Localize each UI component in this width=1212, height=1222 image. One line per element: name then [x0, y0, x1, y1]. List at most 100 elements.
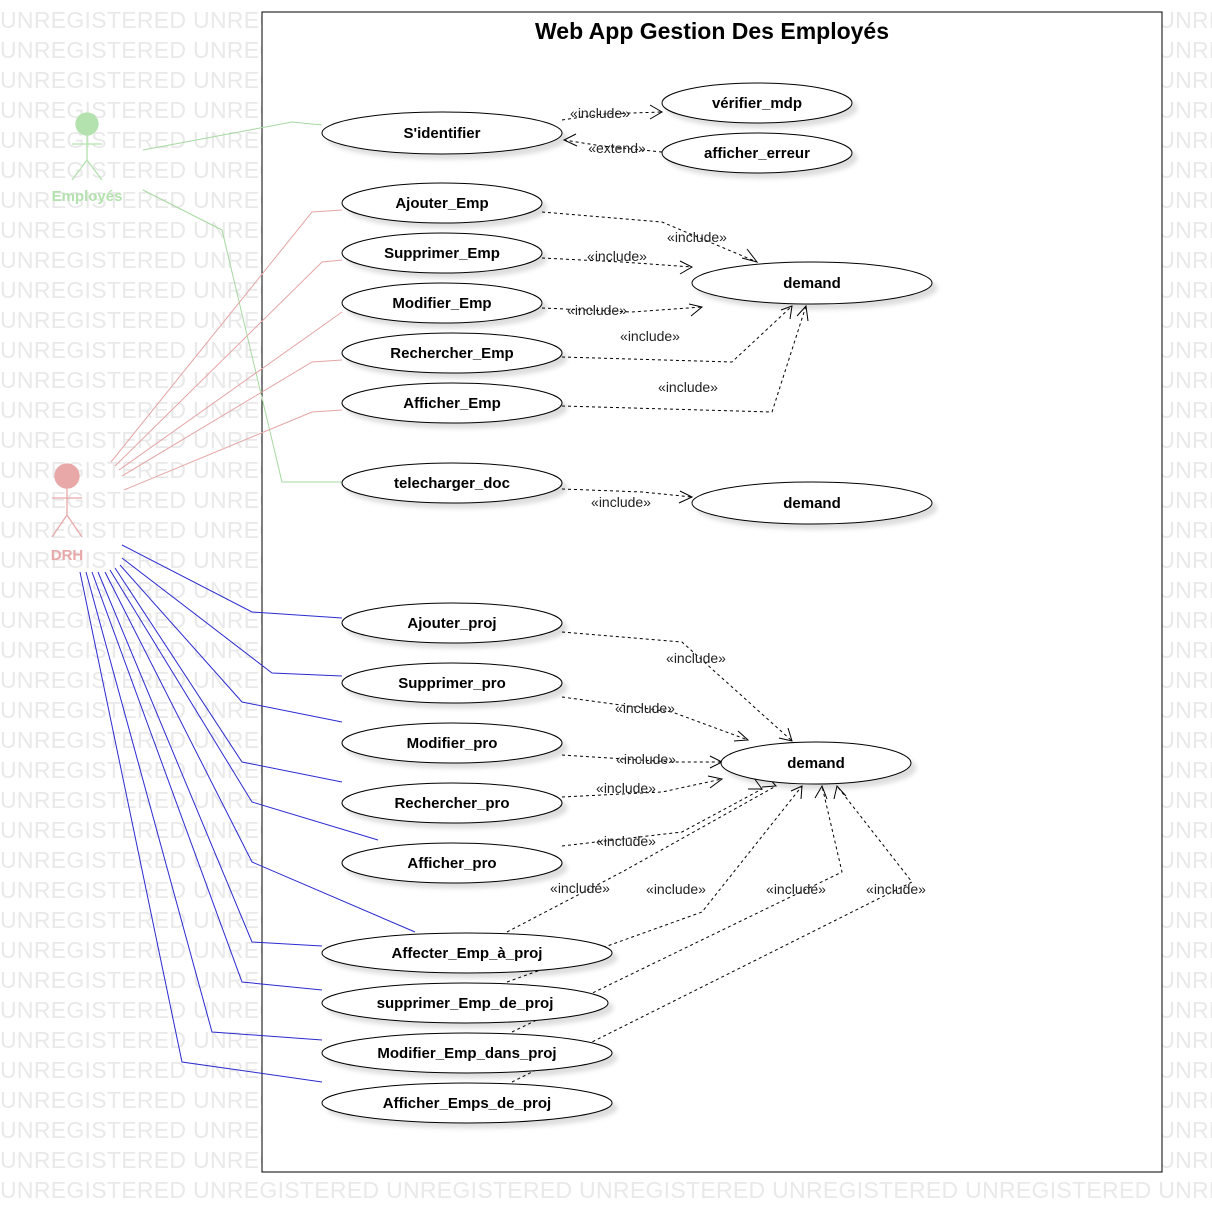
use-case-sidentifier[interactable]: S'identifier: [321, 111, 563, 155]
dep-afficher-emp-demand: [561, 305, 807, 413]
use-case-supprimer-emp-proj[interactable]: supprimer_Emp_de_proj: [321, 982, 609, 1024]
use-case-demand-emp[interactable]: demand: [691, 261, 933, 305]
dep-ajouter-emp-demand: [541, 211, 758, 263]
label-include: «include»: [616, 751, 676, 767]
actor-drh[interactable]: [51, 463, 83, 538]
label-include: «include»: [667, 229, 727, 245]
use-case-label: Modifier_Emp: [392, 295, 491, 312]
system-title: Web App Gestion Des Employés: [535, 18, 889, 44]
label-include: «include»: [620, 328, 680, 344]
use-case-ajouter-proj[interactable]: Ajouter_proj: [341, 602, 563, 644]
use-case-afficher-emps-proj[interactable]: Afficher_Emps_de_proj: [321, 1082, 613, 1124]
use-case-label: demand: [787, 755, 845, 772]
label-include: «include»: [646, 881, 706, 897]
assoc-drh-rechercher-pro: [114, 567, 343, 783]
use-case-label: demand: [783, 495, 841, 512]
dep-modifier-emp-proj-demand: [511, 785, 843, 1033]
assoc-drh-supprimer-emp-proj: [97, 571, 323, 947]
use-case-label: Ajouter_Emp: [395, 195, 488, 212]
label-include: «include»: [596, 833, 656, 849]
assoc-drh-supprimer-emp: [114, 259, 343, 467]
assoc-drh-modifier-emp: [118, 311, 343, 471]
use-case-label: vérifier_mdp: [712, 95, 802, 112]
assoc-drh-ajouter-emp: [110, 209, 343, 463]
label-include: «include»: [587, 248, 647, 264]
label-include: «include»: [615, 700, 675, 716]
use-case-ajouter-emp[interactable]: Ajouter_Emp: [341, 182, 543, 224]
dep-telecharger-demand: [561, 488, 693, 498]
use-case-label: demand: [783, 275, 841, 292]
dep-supprimer-pro-demand: [561, 696, 749, 741]
use-case-demand-proj[interactable]: demand: [720, 741, 912, 785]
dep-ajouter-proj-demand: [561, 631, 793, 742]
use-case-label: Modifier_Emp_dans_proj: [377, 1045, 556, 1062]
dep-supprimer-emp-proj-demand: [506, 785, 803, 983]
use-case-affecter-emp[interactable]: Affecter_Emp_à_proj: [321, 932, 613, 974]
dep-modifier-emp-demand: [541, 306, 703, 313]
dep-supprimer-emp-demand: [541, 257, 693, 268]
label-include: «include»: [666, 650, 726, 666]
use-case-modifier-pro[interactable]: Modifier_pro: [341, 722, 563, 764]
use-case-label: Afficher_Emp: [403, 395, 501, 412]
use-case-supprimer-pro[interactable]: Supprimer_pro: [341, 662, 563, 704]
use-case-label: Modifier_pro: [407, 735, 498, 752]
label-include: «include»: [596, 780, 656, 796]
dep-rechercher-emp-demand: [561, 305, 793, 363]
stereotype-labels: «include» «extend» «include» «include» «…: [550, 105, 926, 897]
use-case-label: supprimer_Emp_de_proj: [377, 995, 554, 1012]
label-include: «include»: [550, 880, 610, 896]
use-case-label: Rechercher_Emp: [390, 345, 513, 362]
drh-employee-associations: [110, 209, 343, 491]
assoc-drh-supprimer-pro: [121, 557, 343, 677]
dep-modifier-pro-demand: [561, 754, 722, 763]
assoc-drh-rechercher-emp: [121, 359, 343, 477]
assoc-drh-afficher-emps-proj-2: [79, 571, 323, 1083]
use-case-label: Supprimer_Emp: [384, 245, 500, 262]
label-include: «include»: [766, 881, 826, 897]
use-case-label: Afficher_pro: [407, 855, 496, 872]
use-case-label: Supprimer_pro: [398, 675, 506, 692]
dependencies: [506, 111, 913, 1083]
use-case-label: telecharger_doc: [394, 475, 510, 492]
label-include: «include»: [591, 494, 651, 510]
use-case-label: S'identifier: [404, 125, 481, 142]
use-case-verifier-mdp[interactable]: vérifier_mdp: [661, 82, 853, 124]
use-case-label: Affecter_Emp_à_proj: [392, 945, 543, 962]
use-case-label: Rechercher_pro: [394, 795, 509, 812]
assoc-employes-telecharger-doc: [142, 189, 342, 483]
use-case-supprimer-emp[interactable]: Supprimer_Emp: [341, 232, 543, 274]
dep-afficher-pro-demand: [561, 788, 763, 847]
dep-afficher-emps-proj-demand: [511, 785, 913, 1083]
drh-project-associations: [79, 544, 416, 1083]
actor-employes[interactable]: [71, 112, 103, 181]
use-case-rechercher-pro[interactable]: Rechercher_pro: [341, 782, 563, 824]
dep-sidentifier-verifier: [561, 111, 663, 121]
use-case-label: afficher_erreur: [704, 145, 810, 162]
assoc-drh-modifier-emp-proj: [91, 571, 323, 991]
label-extend: «extend»: [588, 140, 646, 156]
label-include: «include»: [570, 105, 630, 121]
assoc-drh-afficher-emps-proj: [85, 571, 323, 1041]
use-case-afficher-erreur[interactable]: afficher_erreur: [661, 132, 853, 174]
assoc-drh-afficher-emp: [123, 409, 343, 491]
label-include: «include»: [658, 379, 718, 395]
employes-associations: [142, 121, 342, 483]
dep-affecter-emp-demand: [506, 785, 777, 933]
use-case-telecharger-doc[interactable]: telecharger_doc: [341, 462, 563, 504]
dep-afficher-erreur-sidentifier: [563, 139, 663, 153]
use-case-demand-doc[interactable]: demand: [691, 481, 933, 525]
assoc-drh-ajouter-proj: [121, 544, 343, 619]
assoc-employes-sidentifier: [142, 121, 323, 151]
actor-employes-label: Employés: [52, 188, 123, 205]
use-case-modifier-emp-proj[interactable]: Modifier_Emp_dans_proj: [321, 1032, 613, 1074]
use-case-afficher-emp[interactable]: Afficher_Emp: [341, 382, 563, 424]
label-include: «include»: [866, 881, 926, 897]
assoc-drh-modifier-pro: [119, 564, 343, 723]
label-include: «include»: [567, 302, 627, 318]
use-case-afficher-pro[interactable]: Afficher_pro: [341, 842, 563, 884]
use-case-modifier-emp[interactable]: Modifier_Emp: [341, 282, 543, 324]
use-case-label: Afficher_Emps_de_proj: [383, 1095, 551, 1112]
use-case-label: Ajouter_proj: [407, 615, 496, 632]
use-case-rechercher-emp[interactable]: Rechercher_Emp: [341, 332, 563, 374]
